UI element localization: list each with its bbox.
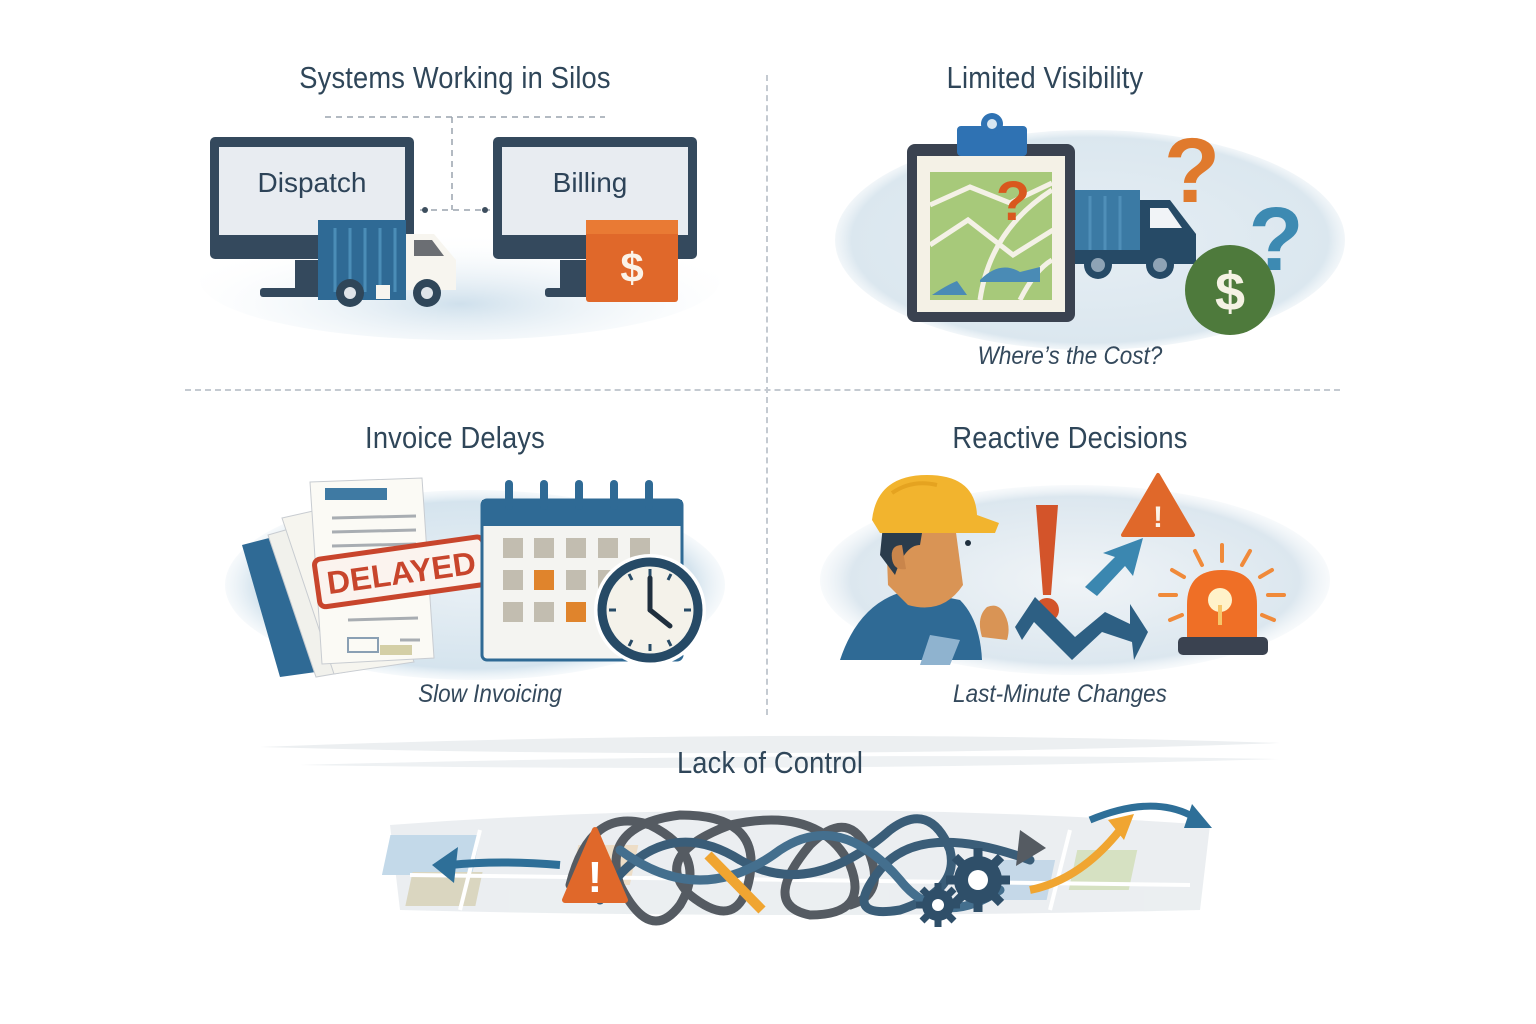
panel-title: Systems Working in Silos xyxy=(299,60,611,95)
svg-text:$: $ xyxy=(1215,262,1245,322)
zigzag-arrow-icon xyxy=(1015,538,1148,660)
worker-hardhat-icon xyxy=(840,475,1009,665)
visibility-illustration: ? ? ? $ xyxy=(835,113,1345,350)
dollar-badge-icon: $ xyxy=(586,220,678,302)
invoice-illustration: DELAYED xyxy=(225,477,725,680)
dollar-coin-icon: $ xyxy=(1185,245,1275,335)
truck-icon xyxy=(1075,190,1196,279)
panel-title: Lack of Control xyxy=(676,745,864,780)
svg-text:Billing: Billing xyxy=(553,167,628,198)
svg-text:$: $ xyxy=(620,244,643,291)
warning-triangle-icon: ! xyxy=(1121,473,1195,537)
silos-illustration: Dispatch Billing $ xyxy=(200,116,720,340)
panel-caption: Where’s the Cost? xyxy=(977,342,1163,370)
connector-line-icon xyxy=(325,116,605,211)
vertical-divider xyxy=(766,75,768,715)
svg-text:!: ! xyxy=(588,853,603,902)
arrow-right-icon xyxy=(1016,830,1046,866)
svg-text:?: ? xyxy=(996,169,1030,232)
arrow-up-right-icon xyxy=(1108,814,1134,840)
panel-title: Invoice Delays xyxy=(365,420,545,455)
truck-icon xyxy=(318,220,456,307)
clock-icon xyxy=(594,554,706,666)
panel-caption: Last-Minute Changes xyxy=(953,680,1167,708)
gears-icon xyxy=(916,848,1010,927)
panel-caption: Slow Invoicing xyxy=(418,680,562,708)
arrow-curve-right-icon xyxy=(1184,804,1212,828)
svg-text:Dispatch: Dispatch xyxy=(258,167,367,198)
panel-title: Limited Visibility xyxy=(946,60,1144,95)
clipboard-map-icon: ? xyxy=(907,113,1075,322)
reactive-illustration: ! xyxy=(820,473,1330,675)
brush-stroke-banner xyxy=(260,735,1280,768)
alarm-siren-icon xyxy=(1158,543,1286,655)
svg-text:!: ! xyxy=(1153,501,1163,534)
panel-title: Reactive Decisions xyxy=(952,420,1188,455)
amber-slash-icon xyxy=(704,851,766,914)
arrow-left-icon xyxy=(432,847,458,883)
warning-triangle-icon: ! xyxy=(562,827,628,903)
control-illustration: ! xyxy=(381,802,1212,927)
question-mark-icon: ? xyxy=(1164,120,1220,222)
horizontal-divider xyxy=(185,389,1340,391)
